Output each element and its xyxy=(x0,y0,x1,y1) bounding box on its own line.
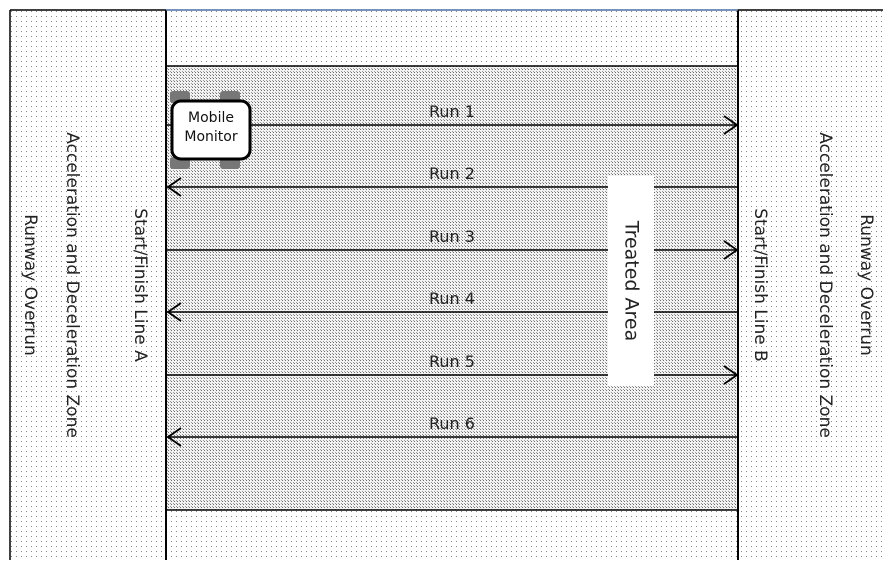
treated-area-box xyxy=(608,176,654,386)
start-finish-a-label: Start/Finish Line A xyxy=(130,208,150,362)
monitor-body xyxy=(170,99,252,161)
right-overrun-region xyxy=(738,10,883,560)
arrowhead-icon xyxy=(166,427,182,447)
arrowhead-icon xyxy=(723,240,739,260)
arrowhead-icon xyxy=(166,302,182,322)
start-finish-b-label: Start/Finish Line B xyxy=(750,208,770,362)
mobile-monitor: Mobile Monitor xyxy=(170,91,252,169)
left-overrun-label: Runway Overrun xyxy=(20,214,40,356)
right-zone-label: Acceleration and Deceleration Zone xyxy=(815,132,835,438)
run-label: Run 5 xyxy=(429,352,475,371)
run-label: Run 1 xyxy=(429,102,475,121)
arrowhead-icon xyxy=(723,365,739,385)
run-label: Run 2 xyxy=(429,164,475,183)
treated-area-label: Treated Area xyxy=(621,220,643,342)
arrowhead-icon xyxy=(166,177,182,197)
right-overrun-label: Runway Overrun xyxy=(856,214,876,356)
monitor-label-line1: Mobile xyxy=(188,110,234,126)
monitor-label-line2: Monitor xyxy=(184,129,237,145)
run-label: Run 6 xyxy=(429,414,475,433)
left-overrun-region xyxy=(10,10,166,560)
left-zone-label: Acceleration and Deceleration Zone xyxy=(62,132,82,438)
arrowhead-icon xyxy=(723,115,739,135)
run-label: Run 3 xyxy=(429,227,475,246)
run-label: Run 4 xyxy=(429,289,475,308)
